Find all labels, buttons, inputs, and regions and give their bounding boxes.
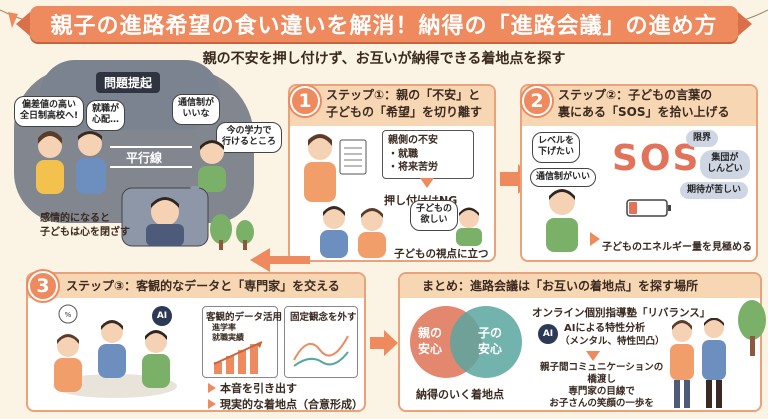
fixed-idea-title: 固定観念を外す	[290, 312, 357, 323]
venn-child-circle	[450, 306, 522, 378]
thinking-child-illustration	[546, 189, 578, 252]
svg-text:%: %	[65, 311, 72, 319]
energy-label: 子どものエネルギー量を見極める	[602, 242, 752, 253]
arrow-down-icon	[420, 178, 434, 188]
parent-with-checklist-illustration	[304, 134, 367, 202]
triangle-bullet-icon	[208, 399, 216, 409]
bubble-parent-job-worry: 就職が 心配…	[86, 100, 126, 131]
step2-heading-line2: 裏にある「SOS」を拾い上げる	[558, 105, 730, 119]
step2-head-bar	[522, 86, 756, 126]
line-graph-icon	[293, 335, 349, 367]
triangle-bullet-icon	[208, 383, 216, 393]
parent-child-illustration	[320, 206, 386, 258]
bubble-parent-high-school: 偏差値の高い 全日制高校へ!	[14, 96, 85, 127]
family-meeting-illustration: %	[53, 304, 177, 398]
sos-text: SOS	[612, 138, 701, 179]
objective-data-title: 客観的データ活用	[206, 312, 283, 323]
ai-analysis-line1: AIによる特性分析	[564, 323, 646, 334]
step3-head-bar	[28, 274, 364, 298]
bar-chart-icon	[213, 341, 263, 374]
child-figure-small	[456, 207, 482, 246]
parent-anxiety-box: 親側の不安 ・就職 ・将来苦労	[382, 130, 474, 179]
page-title: 親子の進路希望の食い違いを解消！納得の「進路会議」の進め方	[50, 14, 718, 39]
school-name: オンライン個別指導塾「リバランス」	[532, 307, 711, 319]
child-illustration	[198, 140, 226, 192]
arrow-right-icon	[370, 330, 398, 356]
step1-head-bar	[290, 86, 494, 126]
parent-anxiety-item-job: ・就職	[388, 148, 418, 160]
step3-number: 3	[28, 271, 58, 301]
tree-trunk	[243, 240, 247, 250]
venn-caption: 納得のいく着地点	[416, 388, 504, 401]
low-battery-icon	[626, 199, 671, 217]
step2-number: 2	[522, 86, 552, 116]
venn-child-label: 子の 安心	[478, 326, 503, 356]
pill-limit: 限界	[686, 130, 719, 148]
summary-heading: まとめ：進路会議は「お互いの着地点」を探す場所	[422, 279, 699, 293]
step3-heading: ステップ③：客観的なデータと「専門家」を交える	[66, 279, 340, 293]
tree-icon	[236, 220, 254, 244]
problem-tag: 問題提起	[96, 72, 161, 93]
bubble-child-current-level: 今の学力で 行けるところ	[216, 122, 283, 153]
tree-icon	[210, 214, 232, 244]
bubble-correspondence-good: 通信制がいい	[530, 168, 597, 188]
child-want-bubble: 子どもの 欲しい	[410, 200, 459, 231]
bridge-text: 親子間コミュニケーションの 橋渡し 専門家の目線で お子さんの笑顔の一歩を	[540, 362, 664, 409]
bubble-lower-level: レベルを 下げたい	[532, 132, 581, 163]
parent-anxiety-title: 親側の不安	[388, 135, 438, 146]
ai-icon: AI	[538, 324, 558, 344]
tree-trunk	[750, 336, 755, 356]
arrow-down-left-icon	[250, 248, 310, 272]
tree-icon	[738, 300, 766, 340]
parents-illustration	[36, 131, 106, 194]
venn-parent-label: 親の 安心	[418, 326, 443, 356]
step2-heading-line1: ステップ②：子どもの言葉の	[558, 88, 713, 102]
parallel-line-bottom	[110, 166, 192, 168]
emotional-warning-note: 感情的になると 子どもは心を閉ざす	[40, 213, 130, 238]
summary-head-bar	[400, 274, 760, 298]
fixed-idea-card	[284, 306, 358, 378]
tree-trunk	[219, 240, 223, 250]
header-banner: 親子の進路希望の食い違いを解消！納得の「進路会議」の進め方	[16, 6, 752, 42]
bubble-child-correspondence: 通信制が いいな	[172, 94, 221, 125]
objective-data-subtitle: 進学率 就職実績	[212, 323, 244, 342]
bullet-realistic-landing: 現実的な着地点（合意形成）	[208, 396, 363, 412]
step1-number: 1	[290, 86, 320, 116]
arrow-down-icon	[586, 351, 600, 361]
page-subtitle: 親の不安を押し付けず、お互いが納得できる着地点を探す	[202, 51, 566, 67]
pill-expectation-pain: 期待が苦しい	[680, 182, 749, 200]
child-viewpoint-label: 子どもの視点に立つ	[394, 248, 489, 260]
parent-child-walking-illustration	[670, 318, 726, 408]
step1-heading-line2: 子どもの「希望」を切り離す	[326, 105, 483, 119]
bullet-realistic-landing-text: 現実的な着地点（合意形成）	[220, 398, 363, 411]
bullet-honest-feelings: 本音を引き出す	[208, 380, 297, 396]
parent-anxiety-item-future: ・将来苦労	[388, 162, 438, 173]
closed-heart-child-bubble	[121, 186, 209, 247]
arrow-down-icon	[590, 232, 600, 246]
pill-group-tiring: 集団が しんどい	[700, 150, 750, 179]
parallel-line-top	[110, 146, 192, 148]
bullet-honest-feelings-text: 本音を引き出す	[220, 382, 297, 395]
parallel-label: 平行線	[126, 151, 163, 165]
step1-heading-line1: ステップ①：親の「不安」と	[326, 88, 481, 102]
ai-analysis-line2: （メンタル、特性凹凸）	[560, 336, 665, 347]
ai-icon: AI	[152, 306, 172, 326]
